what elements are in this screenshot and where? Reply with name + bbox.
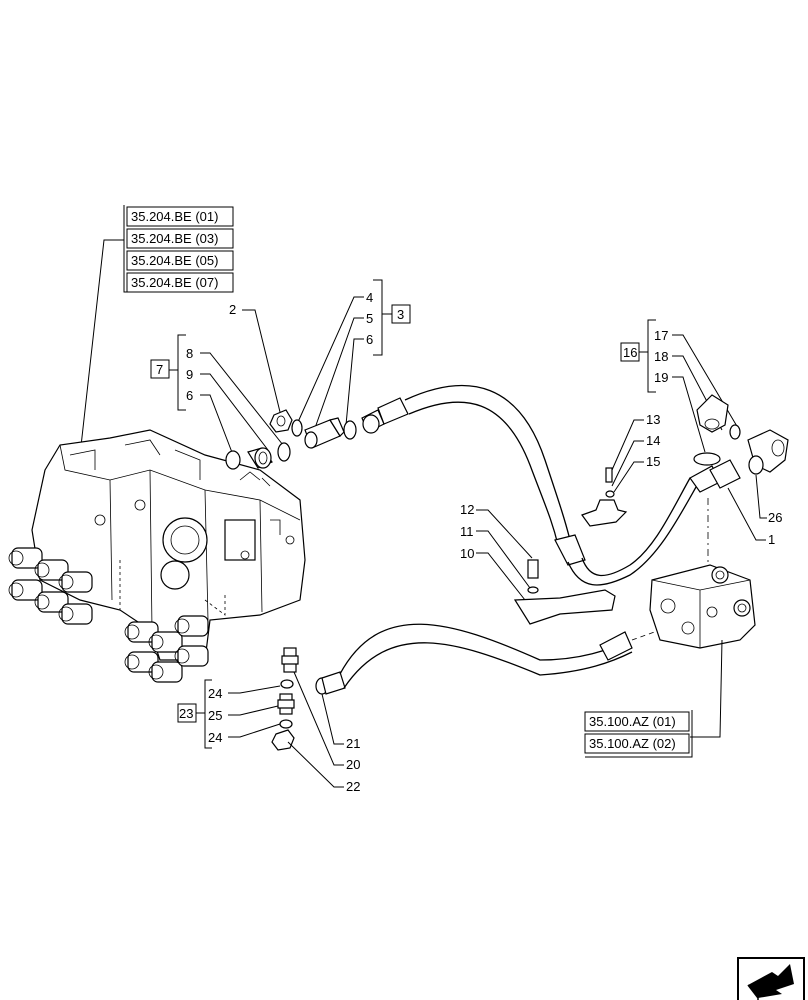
bolt-13 bbox=[605, 467, 613, 483]
quick-coupler-group-left bbox=[8, 547, 93, 625]
callout-6-left[interactable]: 6 bbox=[186, 388, 193, 403]
callout-16[interactable]: 16 bbox=[623, 345, 637, 360]
reference-group-be: 35.204.BE (01) 35.204.BE (03) 35.204.BE … bbox=[79, 205, 234, 456]
nut-22 bbox=[271, 729, 295, 751]
callout-8[interactable]: 8 bbox=[186, 346, 193, 361]
callout-6-right[interactable]: 6 bbox=[366, 332, 373, 347]
callout-11[interactable]: 11 bbox=[460, 524, 474, 539]
reference-box-be-07[interactable] bbox=[126, 272, 234, 293]
reference-az-02[interactable]: 35.100.AZ (02) bbox=[589, 736, 676, 751]
washer-14 bbox=[605, 490, 615, 498]
reference-be-07[interactable]: 35.204.BE (07) bbox=[131, 275, 218, 290]
adapter-5 bbox=[304, 417, 345, 449]
callout-10[interactable]: 10 bbox=[460, 546, 474, 561]
bracket-10 bbox=[513, 589, 616, 625]
callout-24-top[interactable]: 24 bbox=[208, 686, 222, 701]
hose-upper bbox=[361, 384, 741, 586]
callout-group-7: 7 8 9 6 bbox=[150, 334, 291, 470]
reference-box-be-01[interactable] bbox=[126, 206, 234, 227]
reference-box-be-03[interactable] bbox=[126, 228, 234, 249]
callout-2[interactable]: 2 bbox=[229, 302, 236, 317]
reference-be-03[interactable]: 35.204.BE (03) bbox=[131, 231, 218, 246]
clamp-group: 13 14 15 bbox=[581, 412, 660, 527]
o-ring-6b bbox=[343, 420, 357, 440]
reference-be-05[interactable]: 35.204.BE (05) bbox=[131, 253, 218, 268]
o-ring-18 bbox=[729, 424, 741, 440]
callout-19[interactable]: 19 bbox=[654, 370, 668, 385]
callout-26[interactable]: 26 bbox=[768, 510, 782, 525]
next-page-arrow-icon[interactable] bbox=[737, 957, 805, 1000]
adapter-9 bbox=[247, 447, 273, 469]
callout-group-3: 2 4 5 6 3 bbox=[229, 279, 411, 449]
reference-group-az: 35.100.AZ (01) 35.100.AZ (02) bbox=[584, 639, 723, 758]
o-ring-19 bbox=[693, 452, 721, 466]
o-ring-4 bbox=[291, 419, 303, 437]
reference-box-az-02[interactable] bbox=[584, 733, 690, 754]
callout-22[interactable]: 22 bbox=[346, 779, 360, 794]
clamp-15 bbox=[581, 499, 628, 527]
callout-20[interactable]: 20 bbox=[346, 757, 360, 772]
bolt-12 bbox=[527, 559, 539, 579]
callout-1[interactable]: 1 bbox=[768, 532, 775, 547]
callout-3[interactable]: 3 bbox=[397, 307, 404, 322]
callout-7[interactable]: 7 bbox=[156, 362, 163, 377]
nut-2 bbox=[269, 409, 293, 433]
callout-12[interactable]: 12 bbox=[460, 502, 474, 517]
callout-15[interactable]: 15 bbox=[646, 454, 660, 469]
callout-box-3[interactable] bbox=[391, 304, 411, 324]
reference-be-01[interactable]: 35.204.BE (01) bbox=[131, 209, 218, 224]
o-ring-24-top bbox=[280, 679, 294, 689]
quick-coupler-group-right bbox=[124, 615, 209, 683]
fitting-20 bbox=[281, 647, 299, 673]
callout-14[interactable]: 14 bbox=[646, 433, 660, 448]
o-ring-24-bottom bbox=[279, 719, 293, 729]
leader-az bbox=[690, 639, 723, 738]
callout-5[interactable]: 5 bbox=[366, 311, 373, 326]
callout-4[interactable]: 4 bbox=[366, 290, 373, 305]
adapter-25 bbox=[277, 693, 295, 715]
callout-24-bottom[interactable]: 24 bbox=[208, 730, 222, 745]
callout-23[interactable]: 23 bbox=[179, 706, 193, 721]
callout-13[interactable]: 13 bbox=[646, 412, 660, 427]
control-valve-assembly bbox=[8, 429, 306, 683]
callout-9[interactable]: 9 bbox=[186, 367, 193, 382]
elbow-fitting-26 bbox=[747, 429, 789, 475]
o-ring-8 bbox=[277, 442, 291, 462]
reference-box-az-01[interactable] bbox=[584, 711, 690, 732]
washer-11 bbox=[527, 586, 539, 594]
reference-box-be-05[interactable] bbox=[126, 250, 234, 271]
callout-17[interactable]: 17 bbox=[654, 328, 668, 343]
o-ring-6 bbox=[225, 450, 241, 470]
auxiliary-valve-block bbox=[649, 498, 756, 649]
callout-box-7[interactable] bbox=[150, 359, 170, 379]
callout-25[interactable]: 25 bbox=[208, 708, 222, 723]
reference-az-01[interactable]: 35.100.AZ (01) bbox=[589, 714, 676, 729]
callout-group-23: 23 24 25 24 21 20 22 bbox=[177, 647, 360, 794]
leader-be bbox=[79, 239, 124, 456]
hose-lower bbox=[315, 623, 661, 695]
elbow-fitting-17 bbox=[696, 394, 729, 433]
callout-18[interactable]: 18 bbox=[654, 349, 668, 364]
bracket-group: 12 11 10 bbox=[460, 502, 616, 625]
callout-21[interactable]: 21 bbox=[346, 736, 360, 751]
callout-group-16: 16 17 18 19 26 1 bbox=[620, 319, 789, 547]
